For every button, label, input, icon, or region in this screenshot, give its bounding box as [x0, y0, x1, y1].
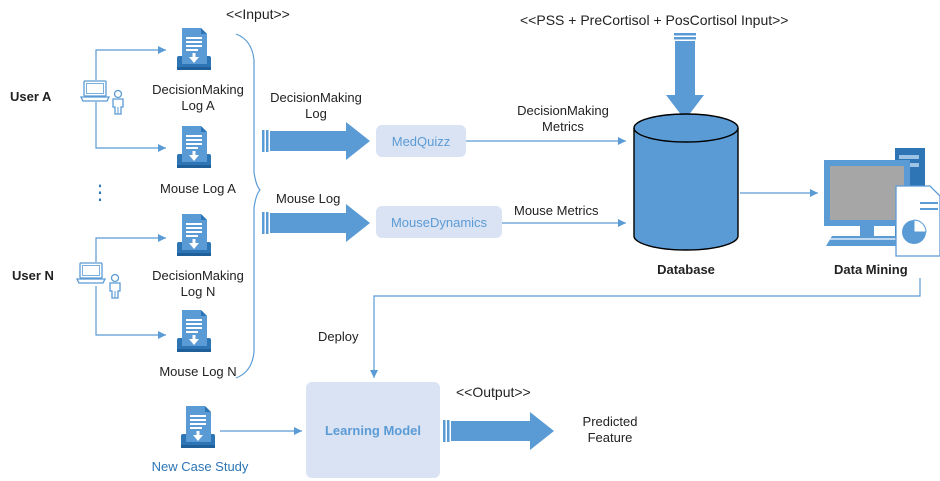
dm-log-n-line2: Log N [180, 284, 216, 299]
mouse-log-a-label: Mouse Log A [160, 181, 236, 196]
dm-log-flow-line2: Log [305, 106, 327, 121]
dm-log-a-line1: DecisionMaking [152, 82, 244, 97]
users-ellipsis: ⋮ [90, 182, 110, 204]
data-mining-label: Data Mining [834, 262, 908, 277]
user-n-label: User N [12, 268, 54, 283]
document-download-icon-mouse-log-n [177, 310, 211, 352]
block-arrow-icon-output [443, 412, 554, 450]
mouse-metrics-label: Mouse Metrics [514, 203, 599, 218]
computer-workstation-icon [824, 148, 925, 246]
database-label: Database [657, 262, 715, 277]
report-chart-icon [895, 185, 940, 257]
user-n-laptop-icon [76, 262, 106, 284]
mouse-log-n-label: Mouse Log N [159, 364, 237, 379]
new-case-study-label: New Case Study [151, 459, 249, 474]
database-cylinder-icon [633, 113, 739, 251]
deploy-label: Deploy [318, 329, 359, 344]
document-download-icon-dm-log-n [177, 214, 211, 256]
predicted-feature-line1: Predicted [582, 414, 638, 429]
dm-log-a-label: DecisionMaking Log A [148, 82, 248, 114]
dm-metrics-line2: Metrics [542, 119, 584, 134]
user-a-person-icon [112, 89, 124, 115]
document-download-icon-mouse-log-a [177, 126, 211, 168]
user-n-connectors [95, 234, 166, 339]
block-arrow-icon-mouse-log [262, 204, 370, 242]
user-a-laptop-icon [80, 80, 110, 102]
input-brace [235, 33, 261, 379]
top-input-stereotype: <<PSS + PreCortisol + PosCortisol Input>… [520, 12, 789, 28]
predicted-feature-label: Predicted Feature [570, 414, 650, 446]
user-a-connectors [95, 46, 166, 152]
user-a-label: User A [10, 89, 52, 104]
user-n-person-icon [109, 273, 121, 299]
document-download-icon-new-case [181, 406, 215, 448]
mousedynamics-box: MouseDynamics [376, 206, 502, 238]
dm-metrics-label: DecisionMaking Metrics [500, 103, 626, 135]
dm-log-n-line1: DecisionMaking [152, 268, 244, 283]
medquizz-box: MedQuizz [376, 125, 466, 157]
mouse-log-flow-label: Mouse Log [276, 191, 341, 206]
input-stereotype: <<Input>> [226, 6, 290, 22]
output-stereotype: <<Output>> [456, 384, 531, 400]
deploy-connector [370, 278, 921, 378]
predicted-feature-line2: Feature [587, 430, 633, 445]
dm-metrics-line1: DecisionMaking [517, 103, 609, 118]
dm-log-a-line2: Log A [181, 98, 215, 113]
learning-model-box: Learning Model [306, 382, 440, 478]
dm-log-n-label: DecisionMaking Log N [148, 268, 248, 300]
block-arrow-icon-top-input [666, 33, 704, 120]
dm-log-flow-line1: DecisionMaking [270, 90, 362, 105]
block-arrow-icon-dm-log [262, 122, 370, 160]
document-download-icon-dm-log-a [177, 28, 211, 70]
dm-log-flow-label: DecisionMaking Log [256, 90, 376, 122]
